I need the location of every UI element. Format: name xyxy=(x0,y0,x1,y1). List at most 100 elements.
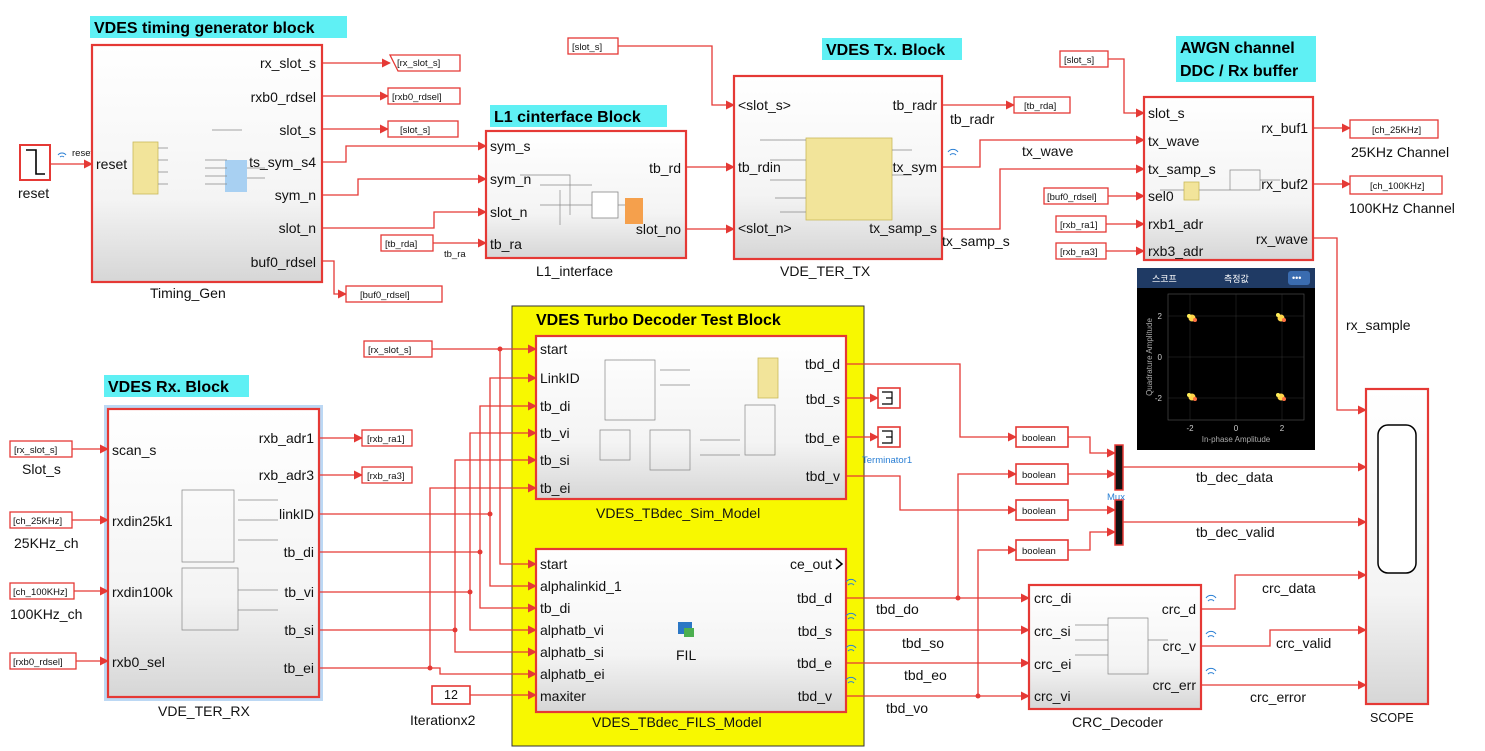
fils-in-tb-di: tb_di xyxy=(540,600,570,616)
header-timing: VDES timing generator block xyxy=(94,20,315,37)
scope-tab-1[interactable]: 스코프 xyxy=(1152,274,1177,284)
mux-block[interactable] xyxy=(1114,499,1124,546)
tx-out-tx-samp-s: tx_samp_s xyxy=(869,220,937,236)
sim-in-linkid: LinkID xyxy=(540,370,580,386)
goto-slot-s-text: [slot_s] xyxy=(400,125,430,136)
wifi-icon xyxy=(947,148,959,156)
scope-xtick-m2: -2 xyxy=(1186,424,1194,433)
rx-in-rxdin25k1: rxdin25k1 xyxy=(112,513,173,529)
tbd-so-signal-label: tbd_so xyxy=(902,635,944,651)
scope-xtick-0: 0 xyxy=(1234,424,1239,433)
sim-out-tbd-s: tbd_s xyxy=(806,391,840,407)
from-rxb-ra1-text: [rxb_ra1] xyxy=(1060,220,1098,231)
rx-out-tb-vi: tb_vi xyxy=(284,584,314,600)
rx-out-rxb-adr1: rxb_adr1 xyxy=(259,430,314,446)
tbdec-sim-block[interactable] xyxy=(534,334,848,501)
goto-tb-rda[interactable] xyxy=(1013,96,1071,114)
tx-out-tb-radr: tb_radr xyxy=(893,97,938,113)
goto-rx-slot-s[interactable] xyxy=(388,54,461,72)
rx-sample-signal-label: rx_sample xyxy=(1346,317,1411,333)
goto-ch-100k[interactable] xyxy=(1349,175,1443,195)
boolean-label: boolean xyxy=(1022,470,1056,481)
goto-rxb-ra3[interactable] xyxy=(361,466,413,484)
header-awgn-2: DDC / Rx buffer xyxy=(1180,63,1298,80)
from-tb-rda-text: [tb_rda] xyxy=(385,239,417,250)
from-rx-slot-s-rx-text: [rx_slot_s] xyxy=(14,445,57,456)
l1-out-slot-no: slot_no xyxy=(636,221,681,237)
tb-dec-valid-signal-label: tb_dec_valid xyxy=(1196,524,1275,540)
tb-ra-signal-label: tb_ra xyxy=(444,249,466,260)
scope-menu-icon[interactable]: ••• xyxy=(1292,273,1301,283)
sim-in-tb-di: tb_di xyxy=(540,398,570,414)
mux-block[interactable] xyxy=(1114,444,1124,491)
scope-ytick-0: 0 xyxy=(1158,353,1163,362)
l1-in-slot-n: slot_n xyxy=(490,204,527,220)
terminator-label: Terminator1 xyxy=(862,455,912,466)
crc-in-crc-si: crc_si xyxy=(1034,623,1071,639)
goto-tb-rda-text: [tb_rda] xyxy=(1024,101,1056,112)
goto-ch-25k-text: [ch_25KHz] xyxy=(1372,125,1421,136)
goto-ch-25k[interactable] xyxy=(1349,119,1439,139)
crc-out-crc-err: crc_err xyxy=(1152,677,1196,693)
boolean-label: boolean xyxy=(1022,433,1056,444)
from-ch-100k-text: [ch_100KHz] xyxy=(13,587,67,598)
timing-gen-name: Timing_Gen xyxy=(150,285,226,301)
goto-buf0-rdsel[interactable] xyxy=(345,285,443,303)
goto-ch-100k-text: [ch_100KHz] xyxy=(1370,181,1424,192)
terminator-icon[interactable] xyxy=(877,387,901,409)
crc-out-crc-d: crc_d xyxy=(1162,601,1196,617)
timing-out-slot-s: slot_s xyxy=(279,122,316,138)
sim-in-tb-ei: tb_ei xyxy=(540,480,570,496)
l1-interface-block[interactable] xyxy=(484,129,688,260)
tx-in-tb-rdin: tb_rdin xyxy=(738,159,781,175)
timing-out-slot-n: slot_n xyxy=(279,220,316,236)
timing-out-rx-slot-s: rx_slot_s xyxy=(260,55,316,71)
fil-icon xyxy=(678,622,694,637)
scope-plot-window[interactable]: 스코프 측정값 ••• 2 0 -2 -2 0 2 In-phase Ampli… xyxy=(1137,268,1315,450)
awgn-out-rx-wave: rx_wave xyxy=(1256,231,1308,247)
l1-interface-name: L1_interface xyxy=(536,263,613,279)
fils-out-tbd-e: tbd_e xyxy=(797,655,832,671)
timing-gen-block[interactable] xyxy=(90,43,324,284)
tbd-vo-signal-label: tbd_vo xyxy=(886,700,928,716)
ch25-input-label: 25KHz_ch xyxy=(14,535,79,551)
crc-error-signal-label: crc_error xyxy=(1250,689,1306,705)
reset-source[interactable] xyxy=(19,144,51,181)
goto-slot-s[interactable] xyxy=(387,120,459,138)
fils-in-start: start xyxy=(540,556,567,572)
header-awgn-1: AWGN channel xyxy=(1180,40,1295,57)
terminator-icon[interactable] xyxy=(877,426,901,448)
scope-tab-2[interactable]: 측정값 xyxy=(1224,273,1249,284)
sim-in-start: start xyxy=(540,341,567,357)
awgn-in-tx-samp-s: tx_samp_s xyxy=(1148,161,1216,177)
rx-out-tb-di: tb_di xyxy=(284,544,314,560)
tbd-do-signal-label: tbd_do xyxy=(876,601,919,617)
from-slot-s-awgn-text: [slot_s] xyxy=(1064,55,1094,66)
header-rx: VDES Rx. Block xyxy=(108,379,229,396)
fil-label: FIL xyxy=(676,647,696,663)
crc-decoder-block[interactable] xyxy=(1027,583,1203,711)
goto-rxb0-rdsel[interactable] xyxy=(387,87,461,105)
constant-name: Iterationx2 xyxy=(410,712,476,728)
sim-in-tb-si: tb_si xyxy=(540,452,570,468)
crc-data-signal-label: crc_data xyxy=(1262,580,1316,596)
scope-xlabel: In-phase Amplitude xyxy=(1202,435,1271,444)
from-rxb0-rdsel-text: [rxb0_rdsel] xyxy=(13,657,63,668)
fils-out-ce-out: ce_out xyxy=(790,556,832,572)
fils-out-tbd-d: tbd_d xyxy=(797,590,832,606)
rx-in-scan-s: scan_s xyxy=(112,442,156,458)
vde-ter-rx-block[interactable] xyxy=(106,407,321,699)
scope-ylabel: Quadrature Amplitude xyxy=(1145,318,1154,396)
tx-samp-s-signal-label: tx_samp_s xyxy=(942,233,1010,249)
awgn-block[interactable] xyxy=(1142,95,1315,262)
crc-valid-signal-label: crc_valid xyxy=(1276,635,1331,651)
crc-decoder-name: CRC_Decoder xyxy=(1072,714,1163,730)
fils-out-tbd-s: tbd_s xyxy=(798,623,832,639)
tb-dec-data-signal-label: tb_dec_data xyxy=(1196,469,1273,485)
goto-buf0-rdsel-text: [buf0_rdsel] xyxy=(360,290,410,301)
from-rxb-ra3-text: [rxb_ra3] xyxy=(1060,247,1098,258)
goto-rxb-ra1[interactable] xyxy=(361,429,413,447)
from-ch-25k-text: [ch_25KHz] xyxy=(13,516,62,527)
awgn-out-rx-buf2: rx_buf2 xyxy=(1261,176,1308,192)
tbdec-sim-name: VDES_TBdec_Sim_Model xyxy=(596,505,760,521)
